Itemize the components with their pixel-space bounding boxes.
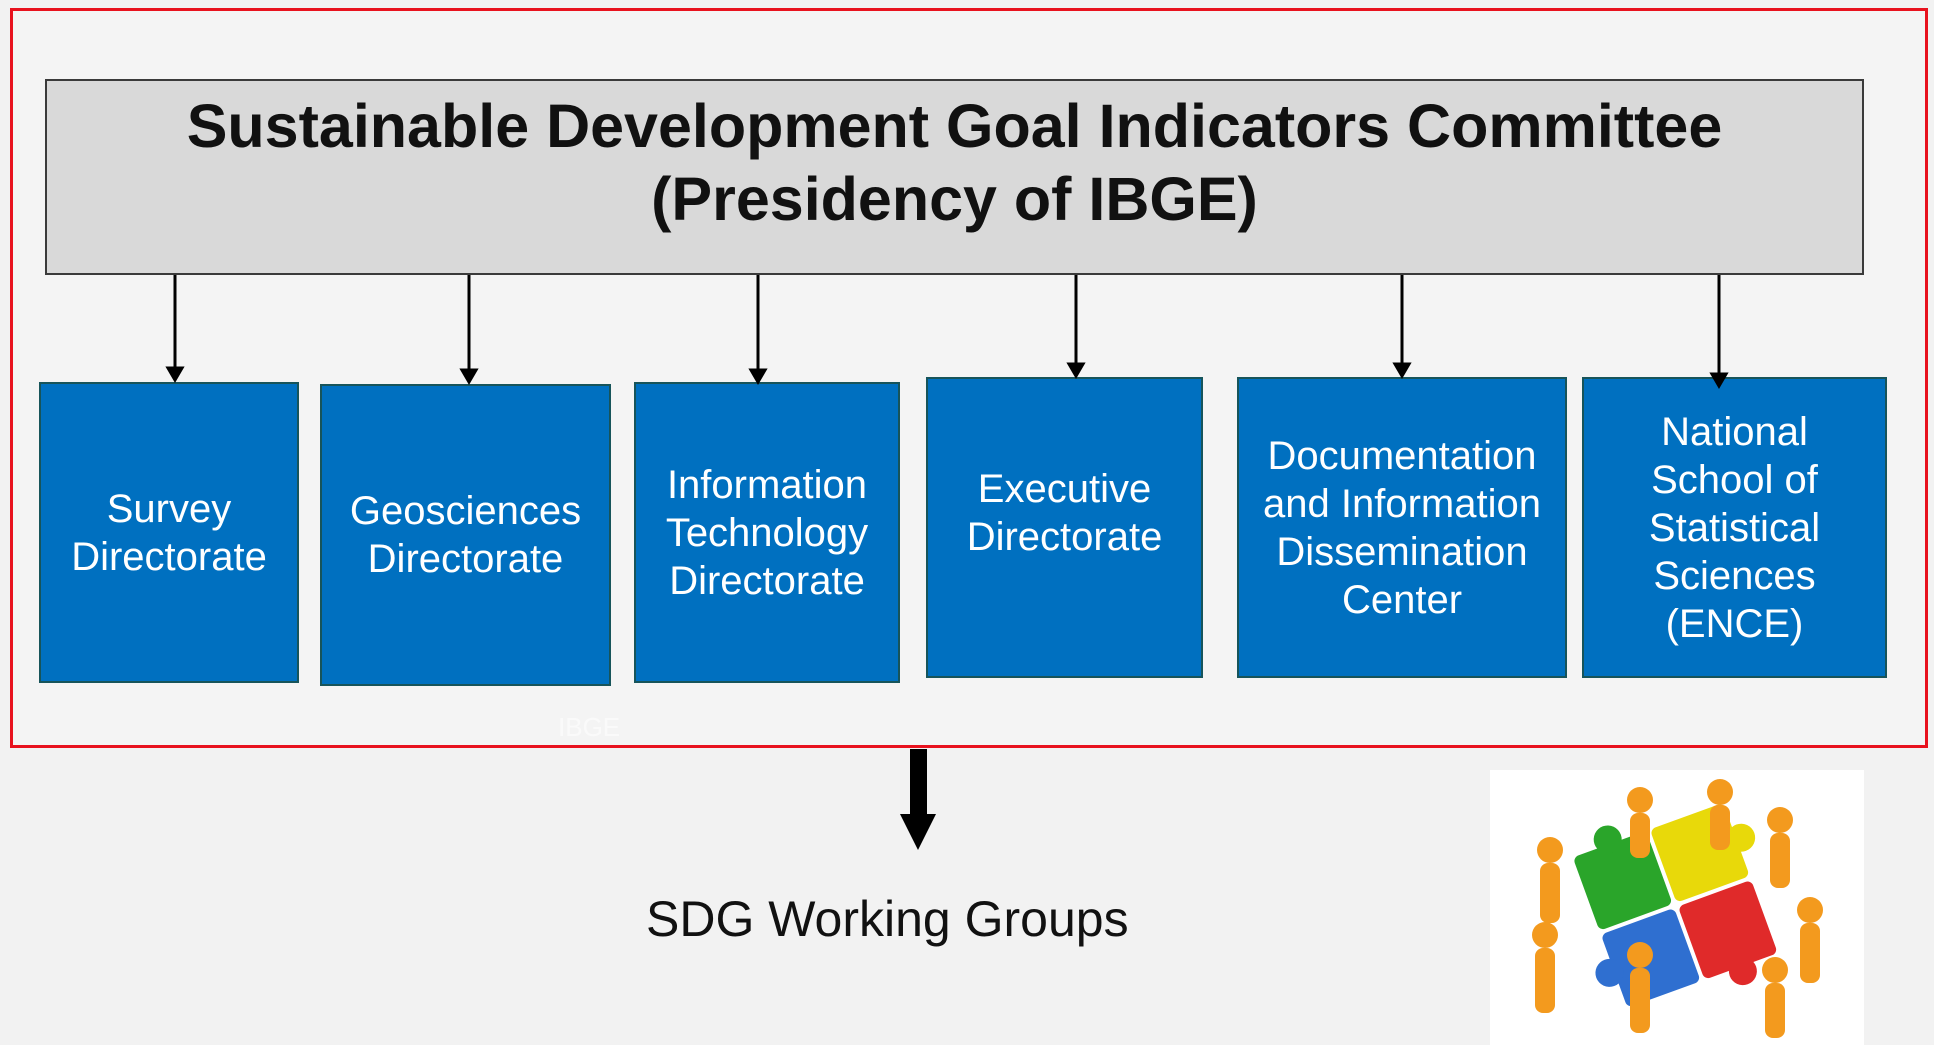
- directorate-documentation-center: Documentation and Information Disseminat…: [1237, 377, 1567, 678]
- committee-title-line2: (Presidency of IBGE): [651, 165, 1258, 233]
- directorate-information-technology: Information Technology Directorate: [634, 382, 900, 683]
- directorate-survey: Survey Directorate: [39, 382, 299, 683]
- arrow-to-working-groups: [900, 749, 936, 850]
- committee-title-line1: Sustainable Development Goal Indicators …: [186, 92, 1723, 160]
- teamwork-puzzle-icon: [1490, 770, 1864, 1045]
- committee-box: Sustainable Development Goal Indicators …: [45, 79, 1864, 275]
- directorate-ence: National School of Statistical Sciences …: [1582, 377, 1887, 678]
- working-groups-label: SDG Working Groups: [646, 891, 1129, 947]
- ibge-watermark: IBGE: [558, 712, 621, 742]
- directorate-executive: Executive Directorate: [926, 377, 1203, 678]
- directorate-geosciences: Geosciences Directorate: [320, 384, 611, 686]
